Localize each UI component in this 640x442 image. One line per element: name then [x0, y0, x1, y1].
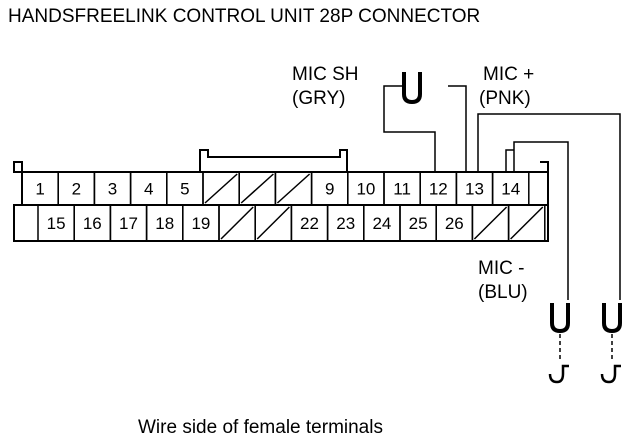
pin-number: 2	[72, 180, 81, 199]
pin-number: 11	[393, 180, 411, 199]
pin-blank	[507, 204, 546, 242]
pin-19: 19	[182, 204, 220, 242]
pin-12: 12	[419, 171, 458, 206]
pin-blank	[238, 171, 277, 206]
pin-number: 18	[155, 214, 174, 233]
pin-3: 3	[93, 171, 132, 206]
pin-18: 18	[145, 204, 184, 242]
pin-blank	[274, 171, 313, 206]
pin-2: 2	[57, 171, 96, 206]
pin-number: 9	[325, 180, 334, 199]
pin-14: 14	[491, 171, 530, 206]
connector-bottom-row: 15 16 17 18 19 22 23 24 25 26	[37, 204, 546, 242]
pin-number: 4	[144, 180, 153, 199]
pin-number: 25	[409, 214, 428, 233]
mic-minus-ground-icon	[548, 364, 569, 384]
pin-number: 5	[180, 180, 189, 199]
mic-minus-label: MIC -	[478, 258, 524, 279]
pin-number: 17	[119, 214, 138, 233]
pin-4: 4	[129, 171, 168, 206]
pin-number: 19	[191, 214, 210, 233]
mic-plus-color: (PNK)	[479, 88, 531, 109]
pin-number: 3	[108, 180, 117, 199]
mic-minus-wire: MIC - (BLU)	[478, 141, 569, 303]
mic-minus-terminal-icon	[550, 303, 570, 334]
mic-plus-terminal-icon	[602, 303, 622, 334]
mic-plus-terminal	[600, 303, 622, 384]
diagram-title: HANDSFREELINK CONTROL UNIT 28P CONNECTOR	[8, 6, 480, 27]
pin-17: 17	[109, 204, 148, 242]
pin-number: 23	[336, 214, 355, 233]
mic-plus-wire: MIC + (PNK)	[477, 64, 621, 300]
pin-blank	[218, 204, 256, 242]
pin-number: 15	[47, 214, 66, 233]
pin-blank	[202, 171, 240, 206]
pin-number: 1	[35, 180, 44, 199]
mic-sh-terminal-icon	[402, 72, 422, 105]
mic-plus-label: MIC +	[483, 64, 534, 85]
pin-23: 23	[326, 204, 365, 242]
pin-number: 14	[501, 180, 520, 199]
pin-24: 24	[363, 204, 401, 242]
mic-sh-color: (GRY)	[292, 88, 345, 109]
pin-blank	[471, 204, 510, 242]
pin-number: 22	[300, 214, 319, 233]
pin-5: 5	[166, 171, 204, 206]
pin-26: 26	[435, 204, 474, 242]
pin-15: 15	[37, 204, 75, 242]
pin-number: 10	[356, 180, 375, 199]
mic-minus-terminal	[548, 303, 570, 384]
mic-sh-label: MIC SH	[292, 64, 359, 85]
pin-25: 25	[399, 204, 437, 242]
pin-22: 22	[290, 204, 329, 242]
pin-13: 13	[455, 171, 494, 206]
pin-number: 16	[83, 214, 102, 233]
pin-number: 12	[429, 180, 448, 199]
pin-number: 26	[445, 214, 464, 233]
mic-sh-wire: MIC SH (GRY)	[292, 64, 467, 172]
pin-16: 16	[73, 204, 112, 242]
caption: Wire side of female terminals	[138, 417, 383, 438]
pin-1: 1	[21, 171, 59, 206]
mic-minus-color: (BLU)	[478, 282, 528, 303]
pin-9: 9	[310, 171, 349, 206]
pin-10: 10	[347, 171, 385, 206]
pin-number: 24	[372, 214, 391, 233]
pin-11: 11	[383, 171, 421, 206]
pin-number: 13	[465, 180, 484, 199]
mic-plus-ground-icon	[600, 364, 621, 384]
pin-blank	[254, 204, 293, 242]
